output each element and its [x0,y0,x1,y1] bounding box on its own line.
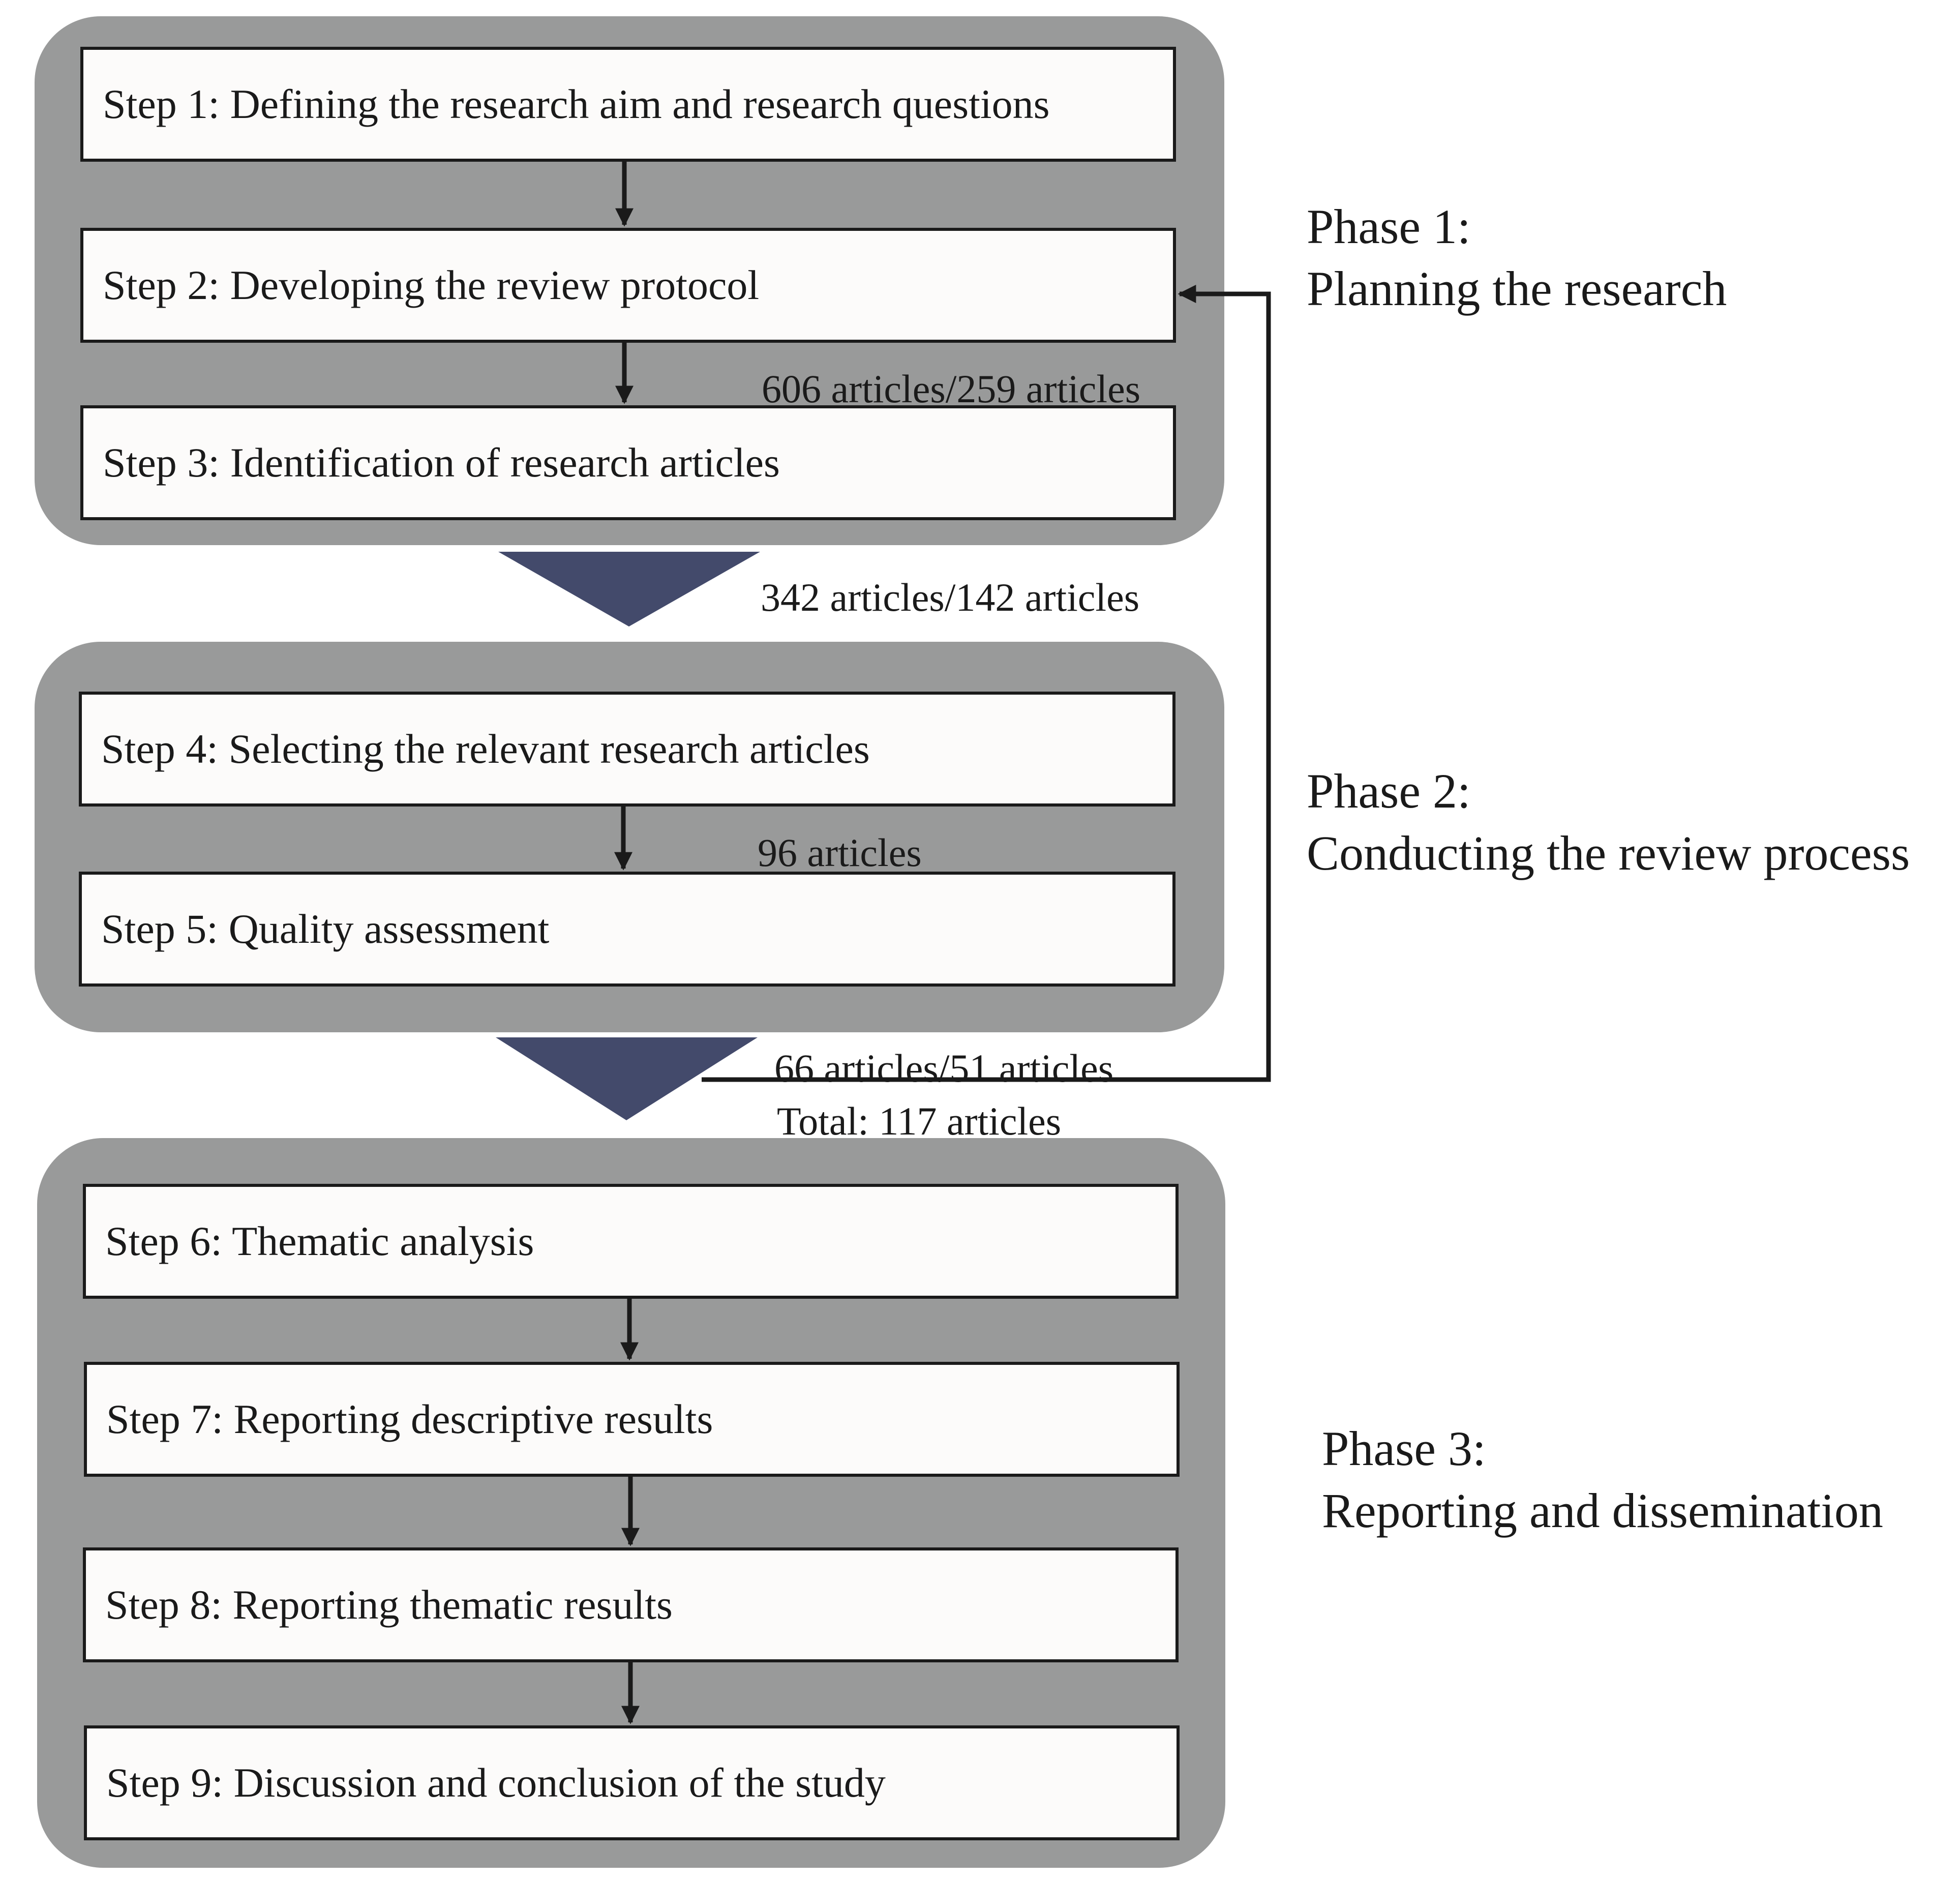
count-after-step-5: 66 articles/51 articles [774,1046,1114,1090]
step-3-box: Step 3: Identification of research artic… [80,405,1176,520]
step-6-box: Step 6: Thematic analysis [83,1184,1179,1299]
count-total: Total: 117 articles [777,1099,1062,1143]
step-8-box: Step 8: Reporting thematic results [83,1547,1179,1662]
count-after-step-2: 606 articles/259 articles [762,367,1141,411]
phase-3-number: Phase 3: [1322,1421,1486,1476]
step-5-box: Step 5: Quality assessment [79,872,1175,987]
step-4-box: Step 4: Selecting the relevant research … [79,692,1175,807]
phase-1-label: Phase 1: Planning the research [1307,196,1727,320]
phase-3-name: Reporting and dissemination [1322,1483,1883,1538]
step-2-box: Step 2: Developing the review protocol [80,228,1176,343]
transition-triangle-phase2-to-phase3 [496,1037,758,1120]
step-1-box: Step 1: Defining the research aim and re… [80,47,1176,162]
phase-2-name: Conducting the review process [1307,826,1910,880]
phase-2-label: Phase 2: Conducting the review process [1307,760,1910,884]
phase-3-label: Phase 3: Reporting and dissemination [1322,1418,1883,1542]
count-after-step-3: 342 articles/142 articles [761,575,1140,619]
phase-2-number: Phase 2: [1307,764,1471,818]
feedback-loop-to-step2 [702,285,1271,1082]
step-9-box: Step 9: Discussion and conclusion of the… [84,1725,1180,1840]
phase-1-name: Planning the research [1307,261,1727,316]
phase-1-number: Phase 1: [1307,199,1471,254]
count-after-step-4: 96 articles [758,830,922,875]
transition-triangle-phase1-to-phase2 [498,552,760,626]
step-7-box: Step 7: Reporting descriptive results [84,1362,1180,1477]
